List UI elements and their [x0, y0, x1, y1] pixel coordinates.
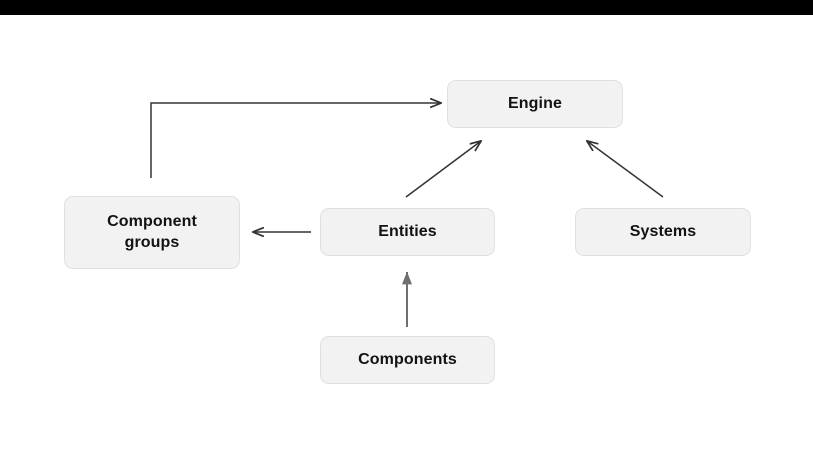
node-component-groups-label: Component groups [107, 213, 197, 251]
node-systems[interactable]: Systems [575, 208, 751, 256]
edge-systems-to-engine [587, 141, 664, 198]
node-components-label: Components [358, 350, 457, 368]
node-components[interactable]: Components [320, 336, 495, 384]
edge-component-groups-to-engine [150, 103, 441, 178]
node-engine-label: Engine [508, 94, 562, 112]
node-entities[interactable]: Entities [320, 208, 495, 256]
edge-entities-to-engine [405, 141, 481, 198]
top-black-bar [0, 0, 813, 15]
node-entities-label: Entities [378, 222, 437, 240]
node-engine[interactable]: Engine [447, 80, 623, 128]
node-systems-label: Systems [629, 222, 697, 240]
node-component-groups[interactable]: Component groups [64, 196, 240, 269]
